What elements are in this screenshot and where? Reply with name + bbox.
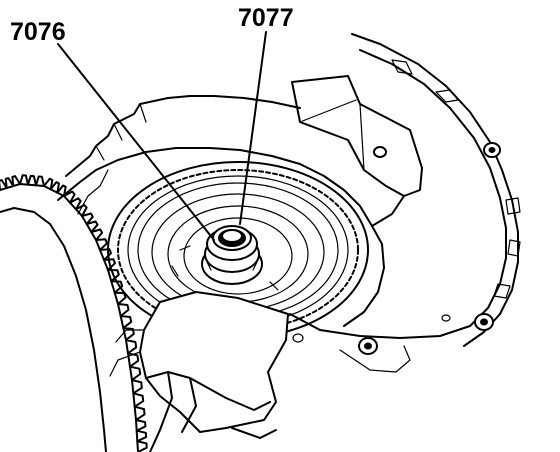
case-housing xyxy=(289,33,521,373)
center-seal xyxy=(201,225,263,285)
bolt-icon xyxy=(483,142,501,158)
leader-line-7077 xyxy=(239,31,267,225)
callout-7076: 7076 xyxy=(10,18,66,46)
servo-housing xyxy=(291,75,423,227)
clutch-housing xyxy=(57,95,385,327)
bolt-icon xyxy=(474,313,494,331)
callout-7077: 7077 xyxy=(238,4,294,32)
flexplate-ring xyxy=(0,174,148,452)
leader-line-7076 xyxy=(57,43,215,241)
support-bracket xyxy=(109,291,289,452)
bolt-icon xyxy=(358,337,378,355)
gear-teeth xyxy=(0,174,148,452)
